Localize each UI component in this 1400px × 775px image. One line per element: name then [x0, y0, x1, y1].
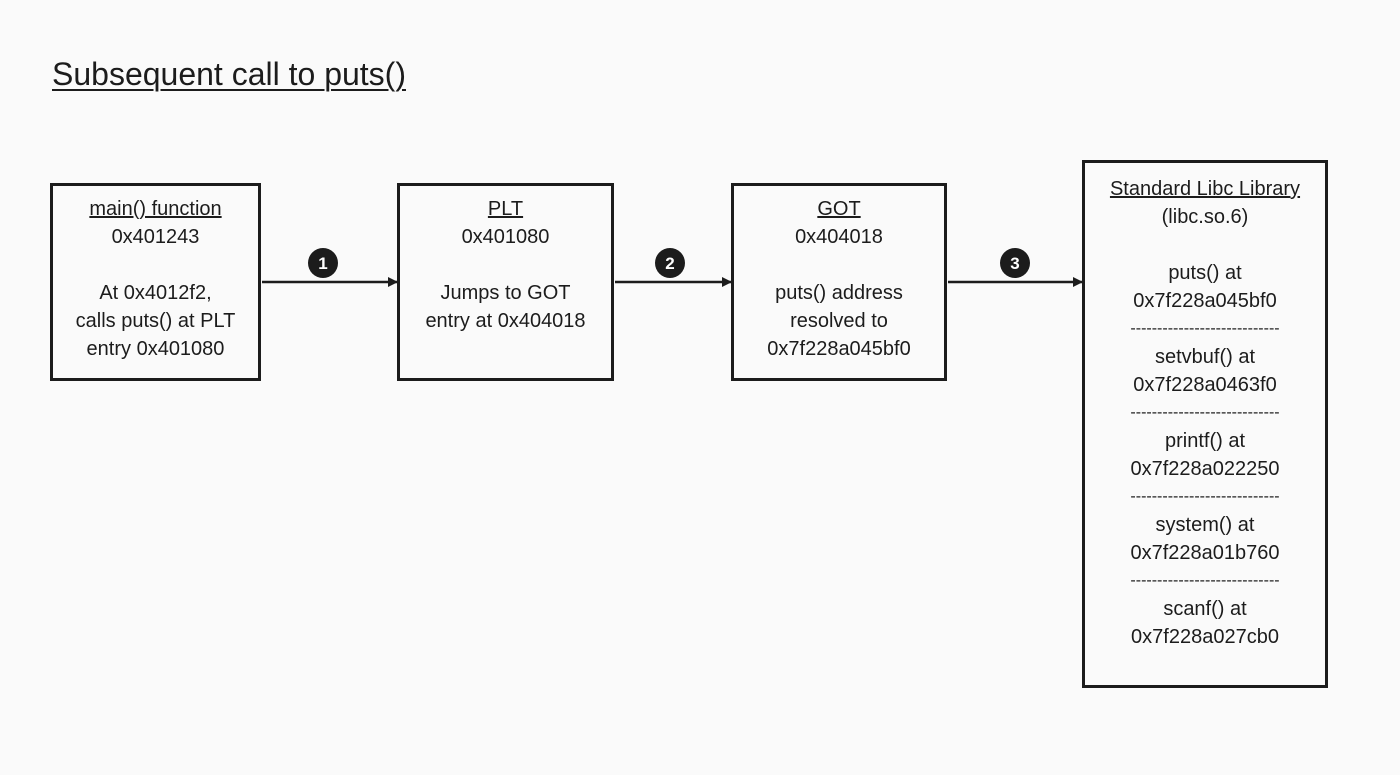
libc-entry-scanf: scanf() at 0x7f228a027cb0 [1085, 595, 1325, 651]
main-box-line: entry 0x401080 [86, 338, 225, 360]
plt-box: PLT 0x401080 Jumps to GOT entry at 0x404… [397, 183, 614, 381]
libc-divider: ---------------------------- [1130, 320, 1280, 337]
libc-entry-address: 0x7f228a045bf0 [1133, 290, 1277, 312]
libc-box-heading: Standard Libc Library [1109, 178, 1301, 200]
step-badge-1: 1 [308, 248, 338, 278]
libc-entry-address: 0x7f228a01b760 [1130, 542, 1280, 564]
main-box-line: calls puts() at PLT [75, 310, 236, 332]
libc-entry-name: puts() at [1168, 262, 1242, 284]
libc-divider: ---------------------------- [1130, 572, 1280, 589]
plt-box-address: 0x401080 [461, 226, 550, 248]
libc-box: Standard Libc Library (libc.so.6) puts()… [1082, 160, 1328, 688]
diagram-title: Subsequent call to puts() [52, 56, 406, 92]
step-number-2: 2 [665, 254, 674, 273]
libc-divider: ---------------------------- [1130, 404, 1280, 421]
step-number-1: 1 [318, 254, 327, 273]
step-badge-3: 3 [1000, 248, 1030, 278]
main-box-line: At 0x4012f2, [99, 282, 212, 304]
libc-divider: ---------------------------- [1130, 488, 1280, 505]
libc-entry-name: system() at [1155, 514, 1255, 536]
got-box: GOT 0x404018 puts() address resolved to … [731, 183, 947, 381]
main-box-address: 0x401243 [111, 226, 200, 248]
plt-box-heading: PLT [487, 198, 524, 220]
got-box-heading: GOT [817, 198, 861, 220]
got-box-line: puts() address [775, 282, 903, 304]
plt-box-line: Jumps to GOT [440, 282, 571, 304]
libc-box-subheading: (libc.so.6) [1161, 206, 1249, 228]
libc-entry-address: 0x7f228a027cb0 [1131, 626, 1279, 648]
libc-entry-name: scanf() at [1163, 598, 1247, 620]
step-number-3: 3 [1010, 254, 1019, 273]
libc-entry-puts: puts() at 0x7f228a045bf0 [1085, 259, 1325, 315]
main-box-heading: main() function [89, 198, 222, 220]
libc-entry-address: 0x7f228a022250 [1130, 458, 1280, 480]
libc-entry-name: printf() at [1164, 430, 1246, 452]
libc-entry-printf: printf() at 0x7f228a022250 [1085, 427, 1325, 483]
got-box-line: 0x7f228a045bf0 [767, 338, 911, 360]
libc-entry-setvbuf: setvbuf() at 0x7f228a0463f0 [1085, 343, 1325, 399]
got-box-line: resolved to [790, 310, 888, 332]
plt-box-line: entry at 0x404018 [425, 310, 586, 332]
libc-entry-name: setvbuf() at [1154, 346, 1256, 368]
step-badge-2: 2 [655, 248, 685, 278]
main-function-box: main() function 0x401243 At 0x4012f2, ca… [50, 183, 261, 381]
libc-entry-address: 0x7f228a0463f0 [1133, 374, 1277, 396]
libc-entry-system: system() at 0x7f228a01b760 [1085, 511, 1325, 567]
got-box-address: 0x404018 [795, 226, 883, 248]
